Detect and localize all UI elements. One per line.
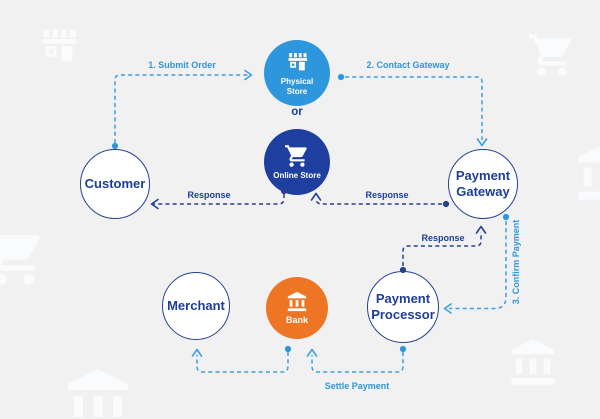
edge-start-dot [280,187,288,195]
response-label: Response [187,190,230,200]
arrowhead-up-icon [475,225,487,234]
edge-start-dot [399,345,407,353]
edge-start-dot [337,73,345,81]
edge-confirm-payment: 3. Confirm Payment [443,213,521,314]
response-label: Response [365,190,408,200]
edge-start-dot [284,345,292,353]
arrowhead-down-icon [476,138,488,147]
edge-contact-gateway: 2. Contact Gateway [337,60,488,147]
edge-submit-order: 1. Submit Order [111,60,253,150]
node-customer: Customer [80,149,150,219]
edge-line [196,352,289,373]
edge-start-dot [111,142,119,150]
node-merchant: Merchant [162,272,230,340]
payment-gateway-label: Payment Gateway [455,167,511,199]
edge-response-gateway-to-store: Response [310,190,450,208]
node-bank: Bank [266,277,328,339]
or-connector-label: or [291,106,303,118]
arrowhead-left-icon [443,303,452,314]
node-payment-gateway: Payment Gateway [448,149,518,219]
edge-line [345,76,483,140]
bank-label: Bank [285,315,308,325]
arrowhead-right-icon [244,69,253,81]
edge-line [311,352,404,373]
node-payment-processor: Payment Processor [367,271,439,343]
node-online-store: Online Store [264,129,330,195]
edge-start-dot [399,266,407,274]
contact-gateway-label: 2. Contact Gateway [366,60,449,70]
arrowhead-up-icon [191,348,203,357]
submit-order-label: 1. Submit Order [148,60,216,70]
edge-settle-payment: Settle Payment [306,345,407,391]
customer-label: Customer [84,175,146,191]
edge-settle-to-merchant [191,345,292,373]
merchant-label: Merchant [167,297,225,313]
edge-response-store-to-customer: Response [150,187,288,210]
edge-line [402,232,482,266]
settle-payment-label: Settle Payment [325,381,390,391]
edge-start-dot [442,200,450,208]
edge-start-dot [502,213,510,221]
response-label: Response [421,233,464,243]
arrowhead-up-icon [306,348,318,357]
edge-line [315,198,442,205]
edge-line [153,194,285,205]
arrowhead-left-icon [150,198,159,210]
edge-line [114,74,250,143]
online-store-label: Online Store [273,171,321,181]
confirm-payment-label: 3. Confirm Payment [511,220,521,305]
edge-response-processor-to-gateway: Response [399,225,487,274]
node-physical-store: Physical Store [264,40,330,106]
payment-processor-label: Payment Processor [371,290,435,322]
arrowhead-up-icon [310,192,322,201]
physical-store-label: Physical Store [280,76,314,96]
edge-line [449,221,507,310]
